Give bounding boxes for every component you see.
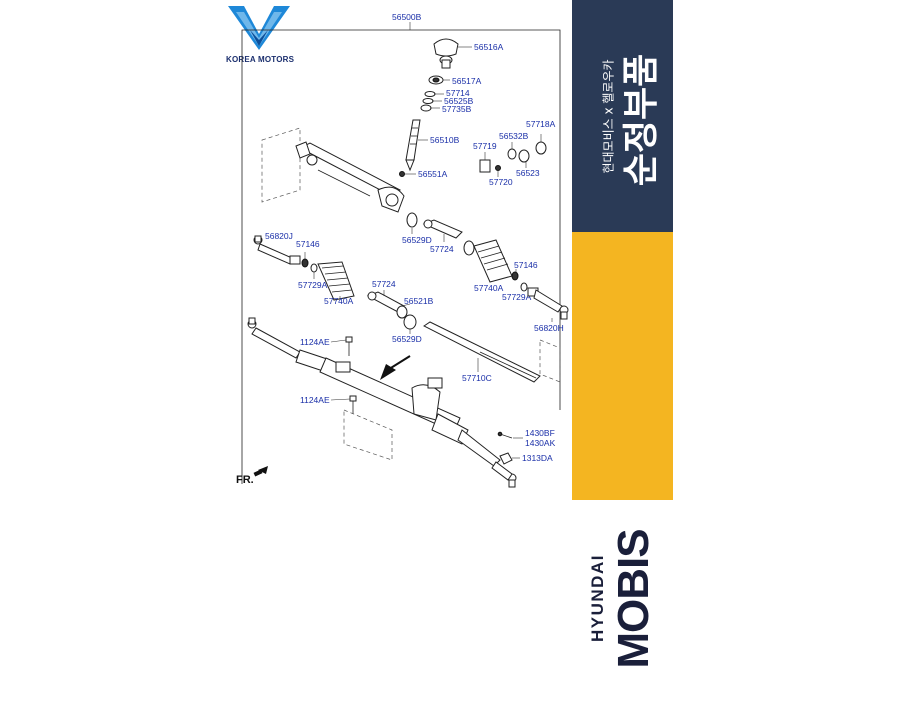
bolt-1124AE-top [345,336,353,356]
tie-rod-end-56820J [253,235,301,265]
label-57729A-left: 57729A [298,280,328,290]
clip-57729A-right [520,282,528,292]
manufacturer-small: HYUNDAI [588,554,607,642]
dust-cover-56516A [433,38,459,69]
label-57714: 57714 [446,88,470,98]
label-57146-right: 57146 [514,260,538,270]
pinion-shaft-56510B [405,119,421,172]
label-1430BF: 1430BF [525,428,555,438]
spring-57720 [495,165,501,171]
seal-56523 [518,149,530,163]
ring-57735B [420,104,432,112]
bushing-56532B [507,148,517,160]
ring-upper-right [463,240,475,256]
seal-56517A [428,75,444,85]
steering-gear-assembly-lower [247,317,517,488]
bellows-57740A-right [473,239,513,283]
label-57719: 57719 [473,141,497,151]
pin-56551A [399,171,405,177]
oil-seal-56529D-top [406,212,418,228]
steering-gear-exploded-diagram: 56500B 56516A 56517A 57714 56525B 57735B [241,12,569,488]
label-57724-mid: 57724 [372,279,396,289]
label-1124AE-top: 1124AE [300,337,330,347]
label-56525B: 56525B [444,96,474,106]
label-57735B: 57735B [442,104,472,114]
label-57146-left: 57146 [296,239,320,249]
dealer-name: KOREA MOTORS [226,55,295,64]
label-1313DA: 1313DA [522,453,553,463]
bolt-1124AE-bottom [349,395,357,414]
clip-57729A-left [310,263,318,273]
label-57740A-right: 57740A [474,283,504,293]
bellows-57740A-left [317,261,355,301]
label-56517A: 56517A [452,76,482,86]
front-arrow-icon [258,466,268,474]
label-57740A-left: 57740A [324,296,354,306]
banner-navy-section: 현대모비스 x 헬로우카 순정부품 [572,0,673,232]
right-dashed-outline [539,339,561,383]
label-57720: 57720 [489,177,513,187]
nut-1313DA [499,452,513,465]
yoke-57719 [479,159,491,173]
label-1430AK: 1430AK [525,438,556,448]
parts-diagram-page: KOREA MOTORS 56500B 56516A 56517A 57714 … [226,0,673,669]
inner-tie-rod-57724-top [422,219,463,239]
label-1124AE-bottom: 1124AE [300,395,330,405]
banner-yellow-section: HYUNDAI MOBIS [572,232,673,669]
assembly-label: 56500B [392,12,422,22]
manufacturer-large: MOBIS [609,529,658,669]
label-57729A-right: 57729A [502,292,532,302]
label-56532B: 56532B [499,131,529,141]
oil-seal-56529D-mid [403,314,417,330]
assembly-bracket [241,22,561,484]
bushing-56521B [396,305,408,319]
label-56820J: 56820J [265,231,293,241]
korea-motors-logo [228,6,290,50]
label-56529D-top: 56529D [402,235,432,245]
rack-bar-57710C [423,321,541,383]
tie-rod-end-56820H [527,287,569,320]
nut-57146-right [511,271,519,281]
label-56523: 56523 [516,168,540,178]
label-56516A: 56516A [474,42,504,52]
brand-banner: 현대모비스 x 헬로우카 순정부품 HYUNDAI MOBIS [572,0,673,669]
label-57710C: 57710C [462,373,492,383]
front-indicator: FR. [236,474,254,486]
label-57724-top: 57724 [430,244,454,254]
label-56529D-mid: 56529D [392,334,422,344]
label-56551A: 56551A [418,169,448,179]
gear-housing-upper [261,127,405,213]
label-56521B: 56521B [404,296,434,306]
ring-56525B [422,98,434,104]
ring-57718A [535,141,547,155]
label-56510B: 56510B [430,135,460,145]
pin-1430BF [497,431,513,439]
label-57718A: 57718A [526,119,556,129]
ring-57714 [424,91,436,97]
label-56820H: 56820H [534,323,564,333]
banner-korean-large: 순정부품 [621,53,662,187]
nut-57146-left [301,258,309,268]
